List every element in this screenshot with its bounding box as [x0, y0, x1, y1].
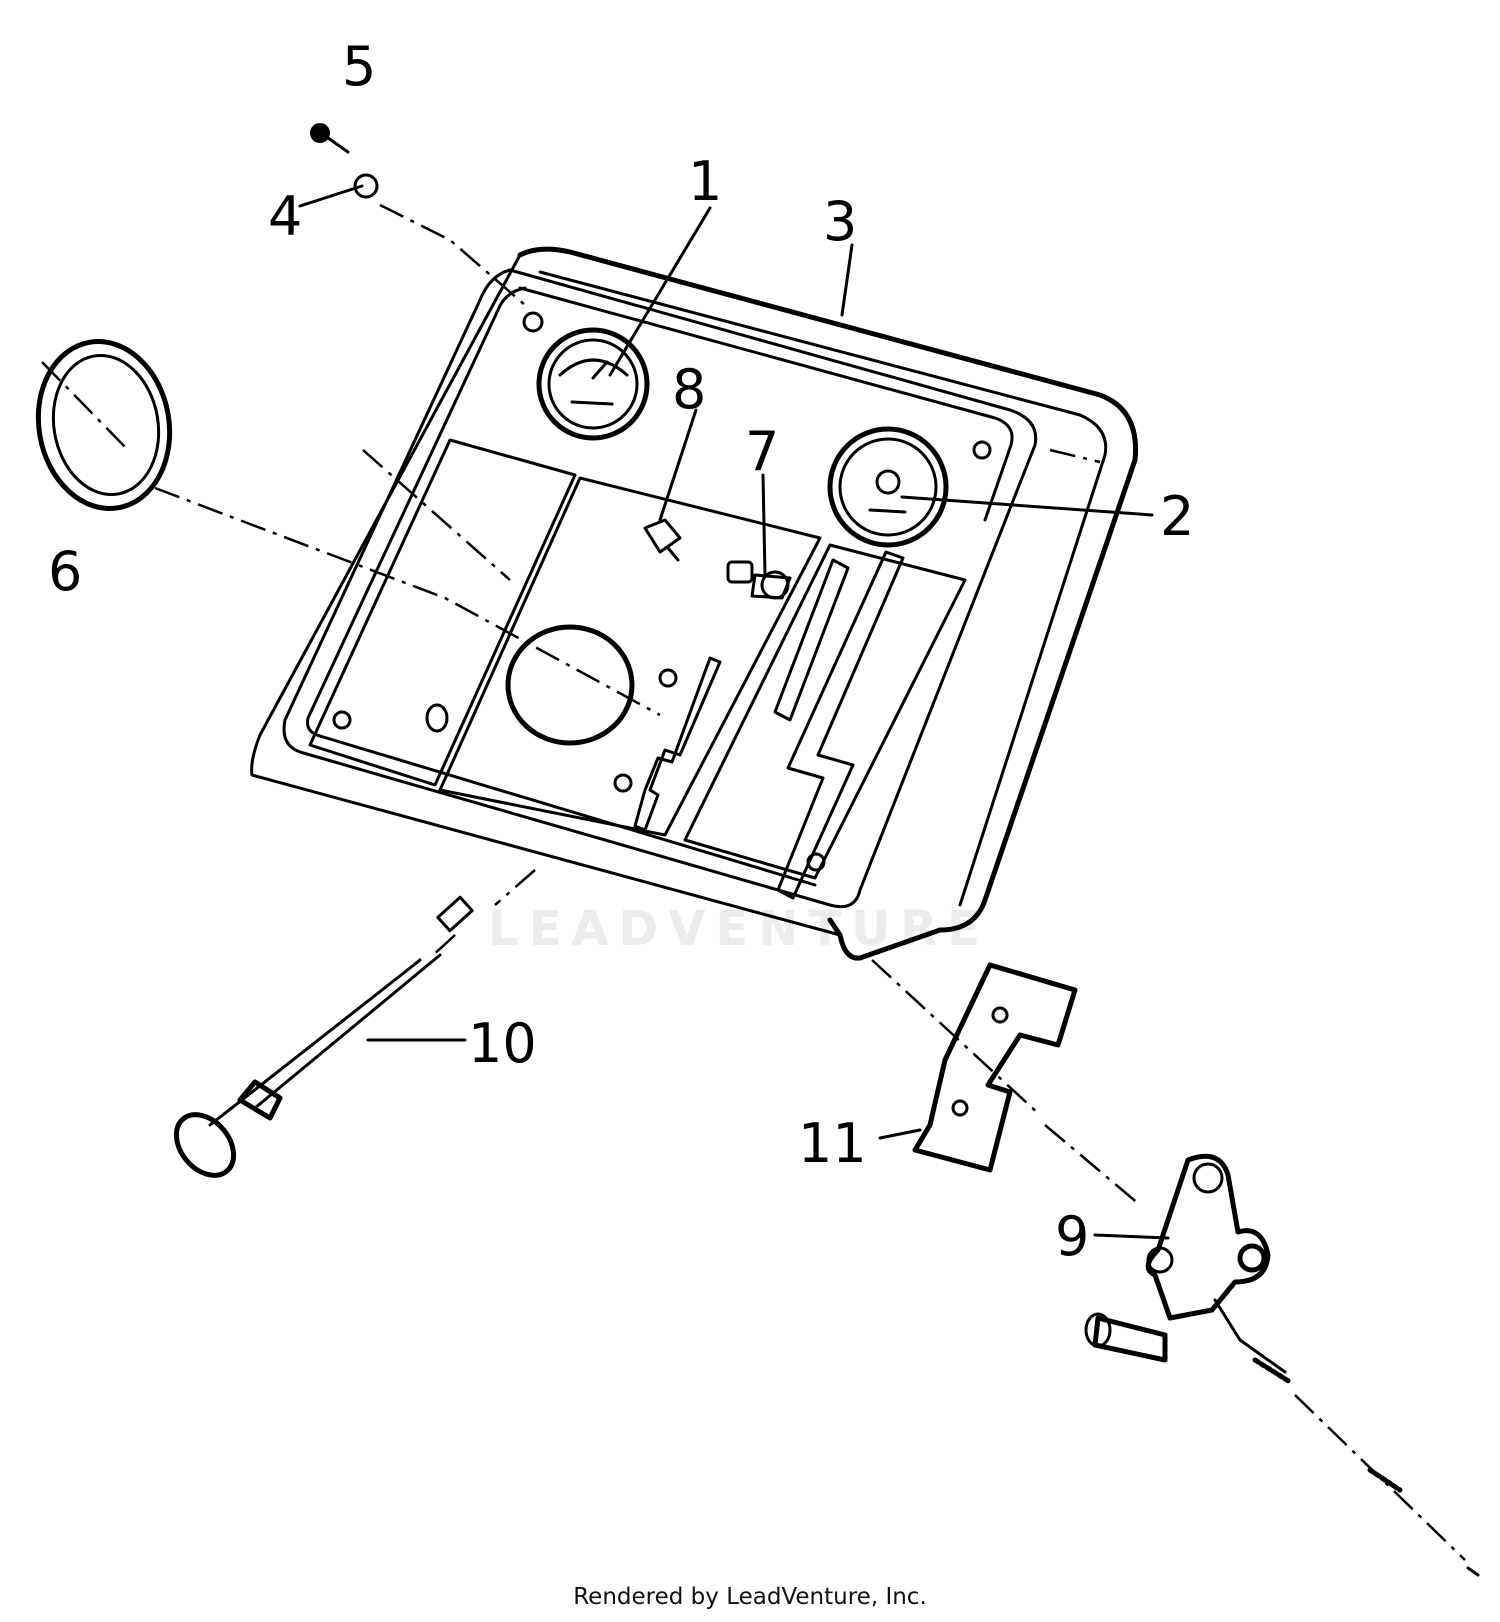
callout-3: 3	[823, 190, 857, 253]
callout-11: 11	[798, 1112, 867, 1175]
callout-1: 1	[688, 150, 722, 213]
callout-4: 4	[268, 185, 302, 248]
bezel-ring-6	[35, 339, 173, 511]
callout-9: 9	[1055, 1205, 1089, 1268]
lever-assembly-9	[1084, 1153, 1480, 1577]
callout-8: 8	[672, 358, 706, 421]
plate-11	[912, 962, 1078, 1173]
key-switch-7	[726, 560, 792, 600]
choke-cable-10	[173, 895, 474, 1178]
callout-5: 5	[342, 35, 376, 98]
callout-6: 6	[48, 540, 82, 603]
gauge-hourmeter	[827, 426, 949, 548]
callout-7: 7	[745, 420, 779, 483]
gauge-temperature	[536, 327, 650, 441]
bolt-5	[310, 123, 350, 154]
nut-4	[353, 173, 379, 199]
switch-8	[643, 518, 682, 562]
callout-10: 10	[468, 1012, 537, 1075]
center-opening	[505, 624, 635, 746]
watermark: LEADVENTURE	[488, 901, 990, 957]
callout-2: 2	[1160, 485, 1194, 548]
footer-credit: Rendered by LeadVenture, Inc.	[573, 1584, 927, 1610]
dash-panel	[250, 246, 1139, 961]
